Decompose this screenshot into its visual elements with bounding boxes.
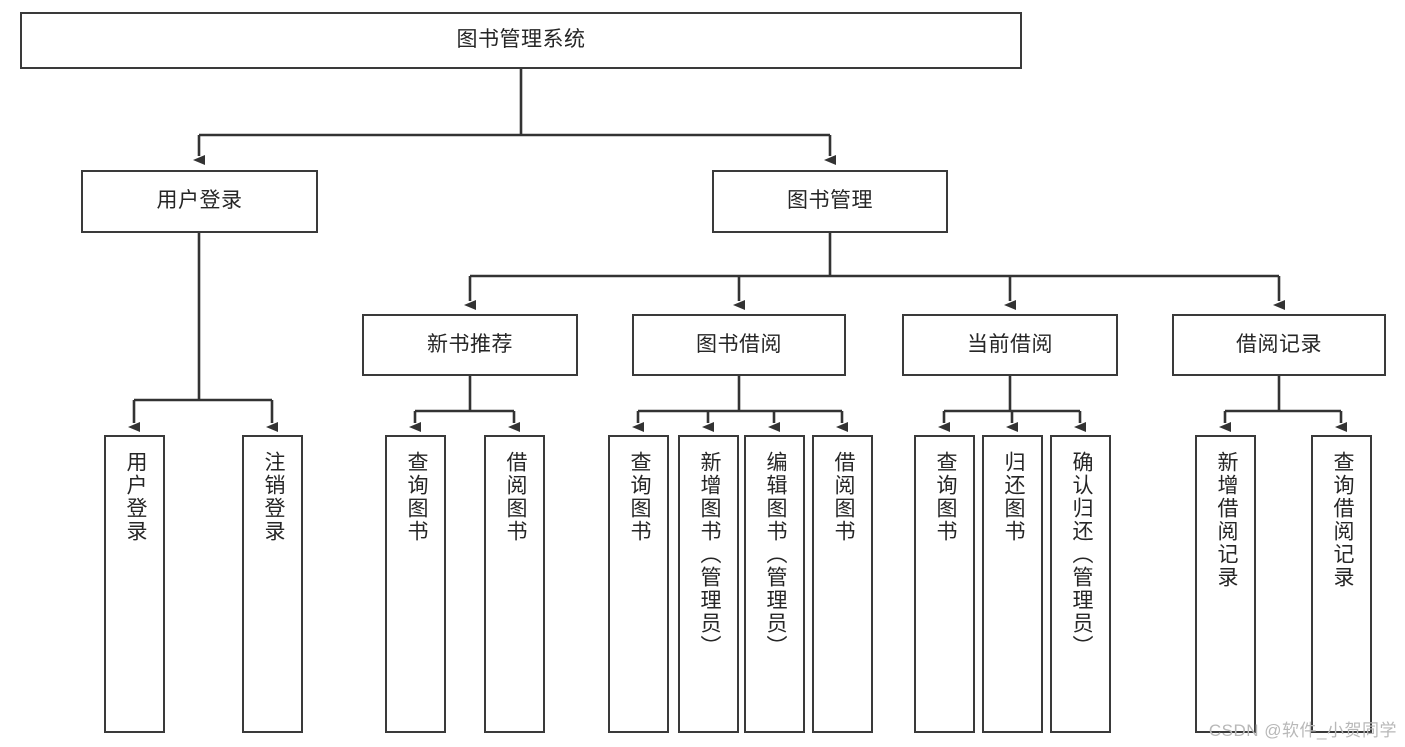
leaf-borrow-book-recommend[interactable]: 借阅图书 [484, 435, 545, 733]
leaf-add-borrow-record[interactable]: 新增借阅记录 [1195, 435, 1256, 733]
csdn-watermark: CSDN @软件_小贺同学 [1208, 721, 1397, 740]
node-label: 借阅图书 [503, 451, 527, 543]
leaf-confirm-return-admin[interactable]: 确认归还（管理员） [1050, 435, 1111, 733]
leaf-add-book-admin[interactable]: 新增图书（管理员） [678, 435, 739, 733]
node-book-borrow[interactable]: 图书借阅 [632, 314, 846, 376]
leaf-edit-book-admin[interactable]: 编辑图书（管理员） [744, 435, 805, 733]
node-label: 确认归还（管理员） [1069, 451, 1093, 658]
leaf-user-login[interactable]: 用户登录 [104, 435, 165, 733]
node-label: 用户登录 [123, 451, 147, 543]
node-label: 归还图书 [1001, 451, 1025, 543]
leaf-borrow-book[interactable]: 借阅图书 [812, 435, 873, 733]
node-label: 当前借阅 [967, 332, 1053, 356]
node-label: 查询图书 [627, 451, 651, 543]
leaf-search-book-current[interactable]: 查询图书 [914, 435, 975, 733]
node-label: 注销登录 [261, 451, 285, 543]
leaf-search-book-borrow[interactable]: 查询图书 [608, 435, 669, 733]
node-root-book-management-system[interactable]: 图书管理系统 [20, 12, 1022, 69]
node-label: 查询图书 [933, 451, 957, 543]
node-label: 图书管理系统 [456, 28, 586, 52]
node-borrow-record[interactable]: 借阅记录 [1172, 314, 1386, 376]
node-label: 借阅记录 [1236, 332, 1322, 356]
node-label: 新书推荐 [427, 332, 513, 356]
node-current-borrow[interactable]: 当前借阅 [902, 314, 1118, 376]
leaf-return-book[interactable]: 归还图书 [982, 435, 1043, 733]
node-label: 查询借阅记录 [1330, 451, 1354, 589]
node-label: 图书管理 [787, 189, 873, 213]
node-user-login[interactable]: 用户登录 [81, 170, 318, 233]
node-label: 借阅图书 [831, 451, 855, 543]
node-label: 图书借阅 [696, 332, 782, 356]
node-label: 新增图书（管理员） [697, 451, 721, 658]
node-label: 编辑图书（管理员） [763, 451, 787, 658]
node-label: 查询图书 [404, 451, 428, 543]
node-new-book-recommend[interactable]: 新书推荐 [362, 314, 578, 376]
node-label: 新增借阅记录 [1214, 451, 1238, 589]
node-book-management[interactable]: 图书管理 [712, 170, 948, 233]
node-label: 用户登录 [156, 189, 243, 213]
leaf-logout[interactable]: 注销登录 [242, 435, 303, 733]
leaf-search-book-recommend[interactable]: 查询图书 [385, 435, 446, 733]
leaf-search-borrow-record[interactable]: 查询借阅记录 [1311, 435, 1372, 733]
